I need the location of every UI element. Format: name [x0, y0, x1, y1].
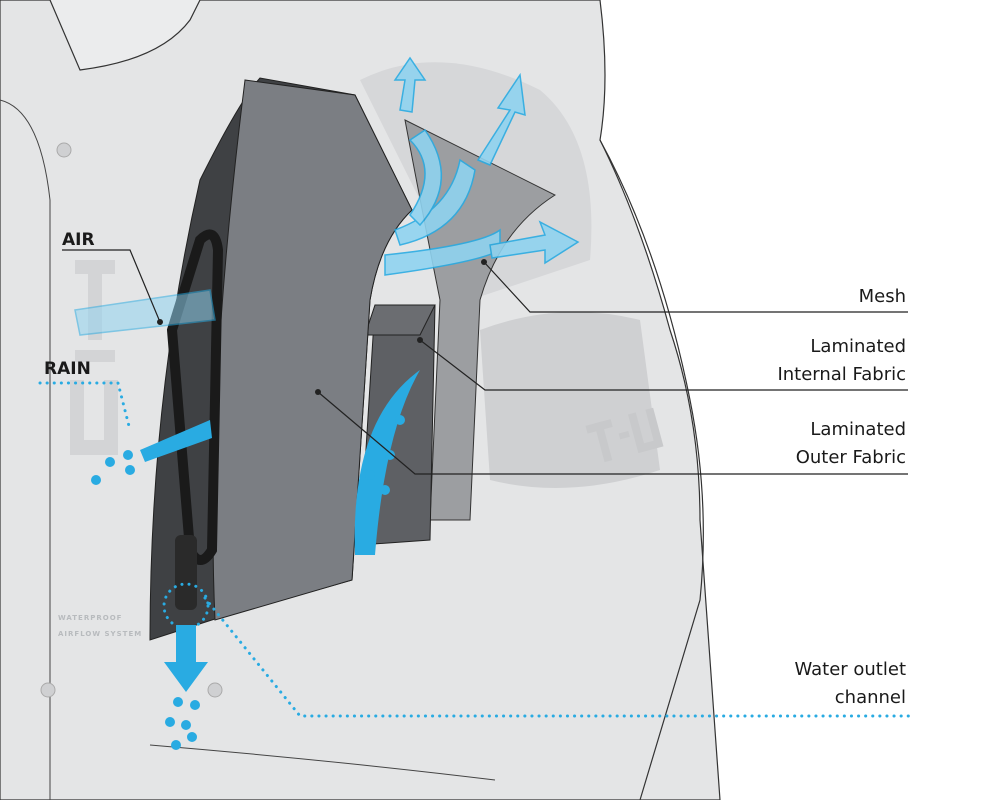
- label-outer-fabric: Laminated Outer Fabric: [796, 416, 906, 472]
- water-outlet-arrow: [164, 625, 208, 692]
- label-mesh: Mesh: [858, 286, 906, 307]
- label-internal-fabric-line1: Laminated: [810, 336, 906, 357]
- jacket-collar: [49, 0, 201, 71]
- sleeve-logo: [585, 407, 664, 463]
- arm-panel: [480, 312, 660, 488]
- label-internal-fabric: Laminated Internal Fabric: [777, 333, 906, 389]
- zipper-pull: [175, 535, 197, 610]
- rain-drops: [91, 370, 420, 750]
- label-water-outlet: Water outlet channel: [794, 656, 906, 712]
- label-air: AIR: [62, 230, 95, 250]
- system-print-line1: WATERPROOF: [58, 614, 122, 622]
- jacket-pocket-line: [149, 744, 496, 781]
- dotted-leaders: [38, 381, 914, 718]
- label-outer-fabric-line2: Outer Fabric: [795, 447, 906, 468]
- label-outer-fabric-line1: Laminated: [810, 419, 906, 440]
- jacket-placket: [0, 99, 51, 800]
- air-flow-arrows: [74, 56, 580, 336]
- label-water-outlet-line1: Water outlet: [794, 659, 906, 680]
- label-water-outlet-line2: channel: [834, 687, 906, 708]
- label-internal-fabric-line2: Internal Fabric: [777, 364, 906, 385]
- system-print-line2: AIRFLOW SYSTEM: [58, 630, 142, 638]
- leader-lines: [62, 249, 908, 475]
- jacket-sleeve: [599, 139, 704, 800]
- label-rain: RAIN: [44, 359, 91, 379]
